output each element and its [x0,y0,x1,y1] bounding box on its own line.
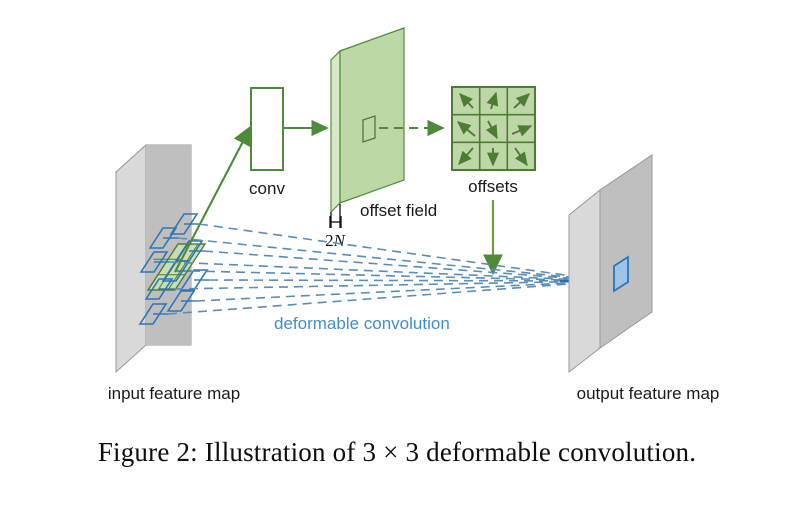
offset-field-side-face [330,49,341,214]
deformable-convolution-fan [167,223,609,315]
offset-field-front-face [339,27,405,204]
input-deformed-sampling-points [138,213,209,325]
output-slab-front-face [599,154,653,349]
offset-field [330,27,405,214]
conv-label: conv [249,179,285,198]
input-deformed-connectors [153,223,209,315]
offset-field-depth-label: 2N [325,231,347,250]
offsets-label: offsets [468,177,518,196]
offset-field-cell [362,115,376,143]
input-feature-map [114,143,193,374]
deformable-convolution-diagram: conv 2N offset field [108,27,720,403]
deformable-convolution-label: deformable convolution [274,314,450,333]
offsets-grid [451,86,536,171]
arrow-input-to-conv [174,125,252,273]
input-slab-side-face [115,143,147,374]
input-feature-map-label: input feature map [108,384,240,403]
input-slab-plane [146,145,191,345]
output-feature-map-label: output feature map [577,384,720,403]
conv-box [250,87,284,171]
offset-field-depth-caliper [329,204,342,228]
output-cell-highlight [613,255,629,293]
offsets-arrow-glyphs [456,91,533,167]
offset-field-label: offset field [360,201,437,220]
figure-caption: Figure 2: Illustration of 3 × 3 deformab… [97,437,697,467]
output-feature-map [568,154,653,374]
output-slab-side-face [568,188,601,374]
